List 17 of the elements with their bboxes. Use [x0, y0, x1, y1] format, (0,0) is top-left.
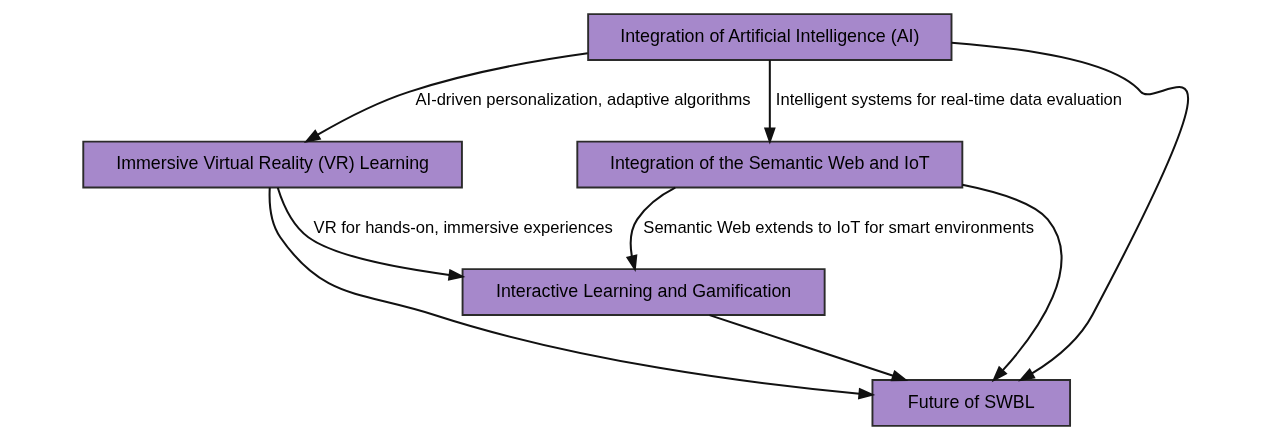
arrow — [961, 183, 1062, 382]
arrow — [625, 186, 676, 272]
edge-label: Semantic Web extends to IoT for smart environments — [642, 217, 1034, 237]
arrow — [708, 313, 908, 381]
arrow — [763, 59, 776, 144]
node-box: Integration of the Semantic Web and IoT — [575, 140, 963, 188]
arrow — [950, 41, 1189, 381]
arrow — [268, 187, 875, 399]
arrow — [303, 51, 588, 143]
arrow — [276, 186, 465, 281]
node-box: Integration of Artificial Intelligence (AI) — [586, 12, 952, 61]
node-box: Future of SWBL — [871, 378, 1071, 427]
node-box: Immersive Virtual Reality (VR) Learning — [81, 140, 463, 188]
edge-label: AI-driven personalization, adaptive algorithms — [414, 89, 751, 109]
edge-label: VR for hands-on, immersive experiences — [313, 217, 613, 237]
edge-label: Intelligent systems for real-time data evaluation — [775, 89, 1122, 109]
node-box: Interactive Learning and Gamification — [461, 267, 826, 316]
